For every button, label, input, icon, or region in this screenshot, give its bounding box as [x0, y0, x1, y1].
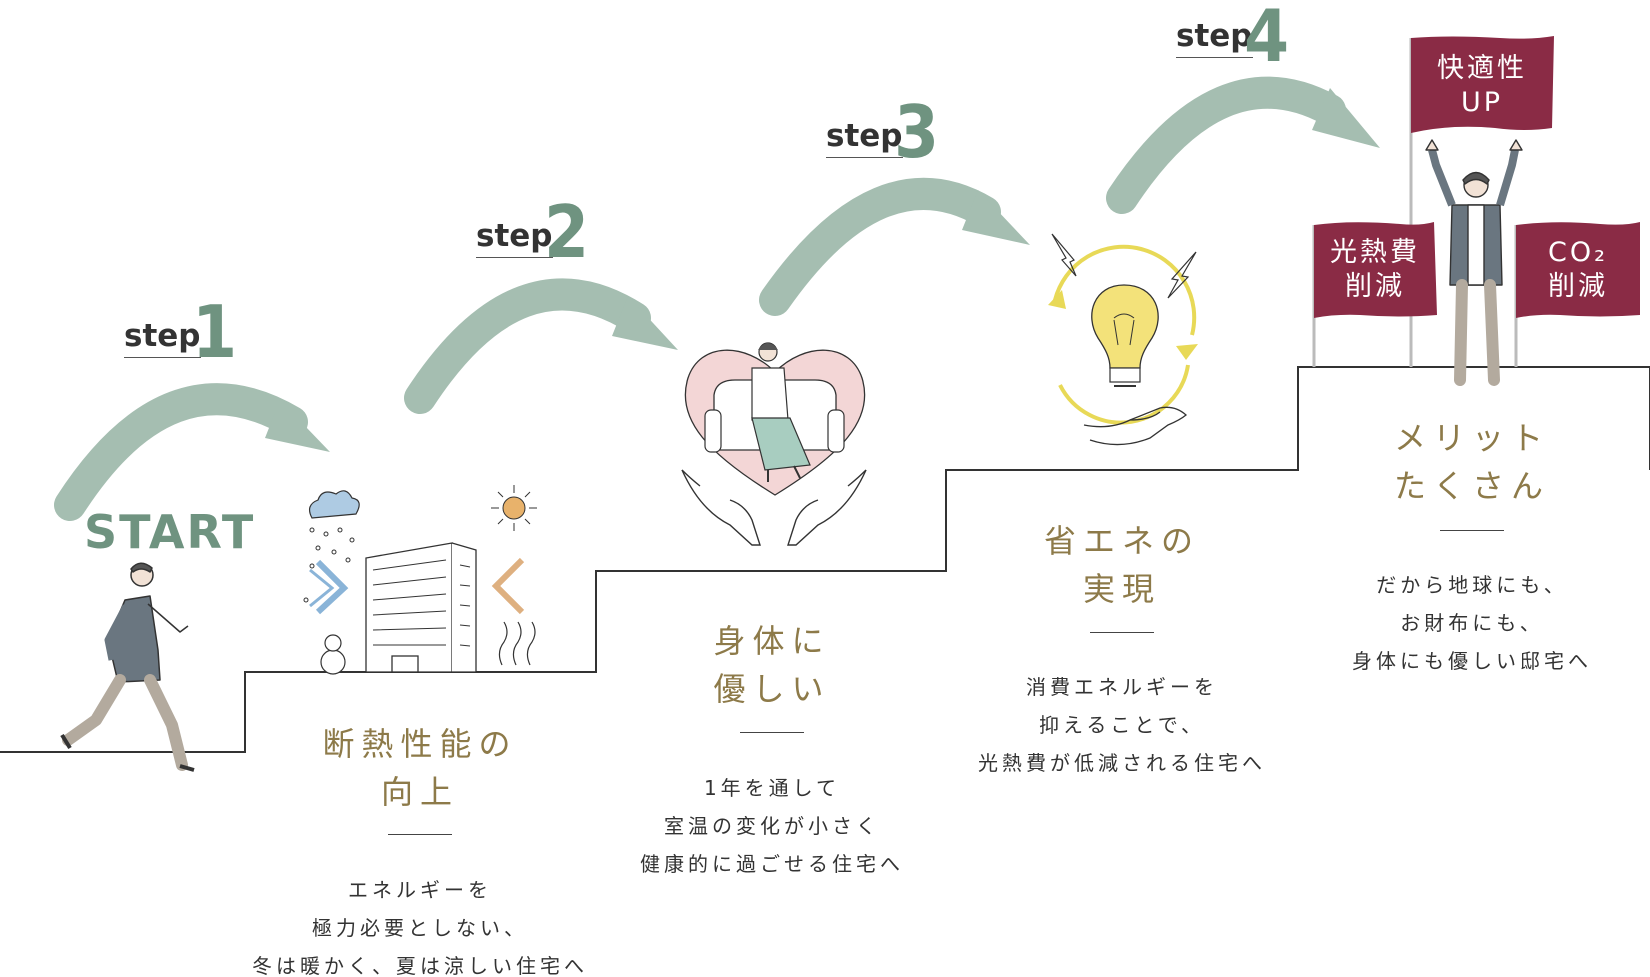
- step-word-4: step: [1176, 18, 1253, 59]
- step4-title: メリット たくさん: [1393, 419, 1550, 505]
- flag-icon: [1312, 222, 1437, 367]
- step-number-2: 2: [544, 190, 590, 274]
- step-word-1: step: [124, 318, 201, 359]
- heat-waves-icon: [498, 621, 536, 666]
- flag-icon: [1514, 222, 1640, 367]
- hands-icon: [681, 469, 867, 546]
- cheering-man-icon: [1425, 139, 1523, 386]
- cloud-snow-icon: [303, 490, 360, 615]
- step3-title: 省エネの 実現: [1043, 522, 1200, 608]
- curved-arrow-icon: [404, 278, 678, 414]
- lightning-icon: [1051, 233, 1197, 299]
- step2-title: 身体に 優しい: [713, 622, 831, 708]
- step-word-2: step: [476, 218, 553, 259]
- step-number-1: 1: [192, 290, 238, 374]
- snowman-icon: [320, 634, 346, 675]
- walking-man-icon: [60, 562, 195, 772]
- step1-title: 断熱性能の 向上: [322, 725, 518, 811]
- step4-description: だから地球にも、 お財布にも、 身体にも優しい邸宅へ: [1352, 573, 1592, 673]
- staircase-line: [0, 366, 1650, 753]
- flag-comfort-text: 快適性 UP: [1437, 53, 1527, 118]
- step1-description: エネルギーを 極力必要としない、 冬は暖かく、夏は涼しい住宅へ: [252, 878, 588, 977]
- flag-utility-text: 光熱費 削減: [1330, 237, 1420, 302]
- curved-arrow-icon: [54, 383, 330, 521]
- step1-divider: [388, 834, 452, 835]
- step-number-3: 3: [894, 90, 940, 174]
- building-icon: [365, 542, 477, 673]
- step2-divider: [740, 732, 804, 733]
- step3-description: 消費エネルギーを 抑えることで、 光熱費が低減される住宅へ: [978, 675, 1266, 775]
- sun-icon: [491, 485, 537, 615]
- lightbulb-cycle-icon: [1048, 244, 1198, 425]
- step-number-4: 4: [1244, 0, 1290, 78]
- flag-co2-text: CO₂ 削減: [1548, 237, 1608, 302]
- step-word-3: step: [826, 118, 903, 159]
- start-label: START: [84, 505, 256, 559]
- curved-arrow-icon: [1106, 76, 1380, 214]
- step3-divider: [1090, 632, 1154, 633]
- step2-description: 1年を通して 室温の変化が小さく 健康的に過ごせる住宅へ: [640, 776, 904, 876]
- heart-sofa-woman-icon: [684, 342, 866, 496]
- curved-arrow-icon: [759, 177, 1030, 316]
- open-hand-icon: [1083, 406, 1187, 446]
- step4-divider: [1440, 530, 1504, 531]
